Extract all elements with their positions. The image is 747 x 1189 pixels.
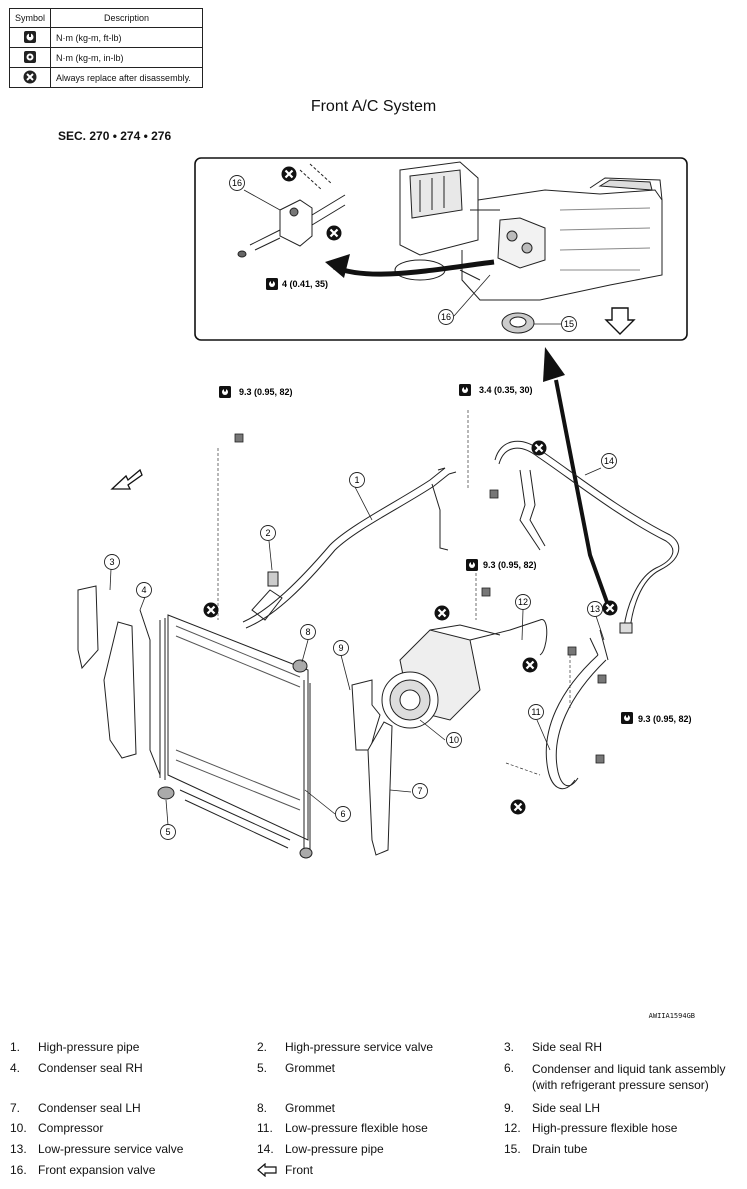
torque-wrench-icon (621, 712, 633, 724)
callout-13: 13 (590, 604, 600, 614)
grommet (157, 659, 313, 859)
torque-value-mid: 9.3 (0.95, 82) (483, 560, 537, 570)
side-seal-rh (77, 585, 99, 670)
inset-pointer-arrowhead (325, 254, 350, 278)
high-pressure-pipe (242, 467, 457, 629)
replace-icon (280, 165, 298, 183)
bolts (234, 433, 607, 764)
legend-header-symbol: Symbol (8, 8, 52, 28)
legend-row-text: N·m (kg-m, in-lb) (50, 47, 204, 68)
callout-7: 7 (417, 786, 422, 796)
callout-16: 16 (232, 178, 242, 188)
torque-value-inset: 4 (0.41, 35) (282, 279, 328, 289)
callout-2: 2 (265, 528, 270, 538)
torque-value-top: 3.4 (0.35, 30) (479, 385, 533, 395)
callout-3: 3 (109, 557, 114, 567)
heater-unit-inset-box (194, 157, 688, 341)
condenser-seal-rh (103, 621, 137, 759)
replace-icon (8, 67, 52, 88)
leader-lines (217, 410, 571, 776)
callout-11: 11 (531, 707, 540, 717)
front-direction-arrow-icon (110, 468, 143, 490)
callout-1: 1 (354, 475, 359, 485)
callout-4: 4 (141, 585, 146, 595)
expansion-valve-detail (237, 163, 346, 258)
callout-10: 10 (449, 735, 459, 745)
condenser-assembly (139, 609, 311, 852)
front-arrow-icon (257, 1162, 277, 1180)
inset-pointer-arrow (333, 259, 495, 277)
ac-system-diagram: 4 (0.41, 35) 9.3 (0.95, 82) 3.4 (0.35, 3… (77, 157, 692, 859)
replace-icon (433, 604, 451, 622)
legend-header-description: Description (50, 8, 204, 28)
high-pressure-service-valve (267, 571, 279, 587)
replace-icon (325, 224, 343, 242)
replace-icon (202, 601, 220, 619)
torque-wrench-icon (219, 386, 231, 398)
figure-code: AWIIA1594GB (648, 1012, 695, 1020)
legend-row-text: N·m (kg-m, ft-lb) (50, 27, 204, 48)
callout-15: 15 (564, 319, 574, 329)
callout-9: 9 (338, 643, 343, 653)
diagram-title: Front A/C System (310, 98, 437, 115)
low-pressure-pipe (494, 440, 680, 634)
replace-icon (521, 656, 539, 674)
condenser-seal-lh (367, 721, 393, 856)
low-pressure-flexible-hose (545, 629, 609, 790)
torque-value-left: 9.3 (0.95, 82) (239, 387, 293, 397)
torque-value-right: 9.3 (0.95, 82) (638, 714, 692, 724)
replace-icon (509, 798, 527, 816)
torque-wrench-icon (8, 27, 52, 48)
legend-row-text: Always replace after disassembly. (50, 67, 204, 88)
torque-wrench-icon (266, 278, 278, 290)
torque-wrench-icon (466, 559, 478, 571)
front-direction-arrow-icon (604, 307, 636, 335)
callout-12: 12 (518, 597, 528, 607)
callout-6: 6 (340, 809, 345, 819)
torque-wrench-icon (459, 384, 471, 396)
heater-cooling-unit (394, 161, 663, 334)
side-seal-lh (351, 679, 381, 751)
callout-leaders (109, 189, 605, 826)
replace-icon (530, 439, 548, 457)
callout-14: 14 (604, 456, 614, 466)
callout-circles (104, 175, 617, 840)
replace-icon (601, 599, 619, 617)
torque-wrench-inlb-icon (8, 47, 52, 68)
zoom-indicator-arrow (554, 379, 610, 606)
callout-16: 16 (441, 312, 451, 322)
zoom-indicator-arrowhead (543, 347, 565, 382)
callout-5: 5 (165, 827, 170, 837)
symbol-legend-table: Symbol Description N·m (kg-m, ft-lb) N·m… (8, 8, 204, 88)
compressor (381, 619, 548, 729)
callout-8: 8 (305, 627, 310, 637)
section-reference: SEC. 270 • 274 • 276 (58, 129, 172, 143)
